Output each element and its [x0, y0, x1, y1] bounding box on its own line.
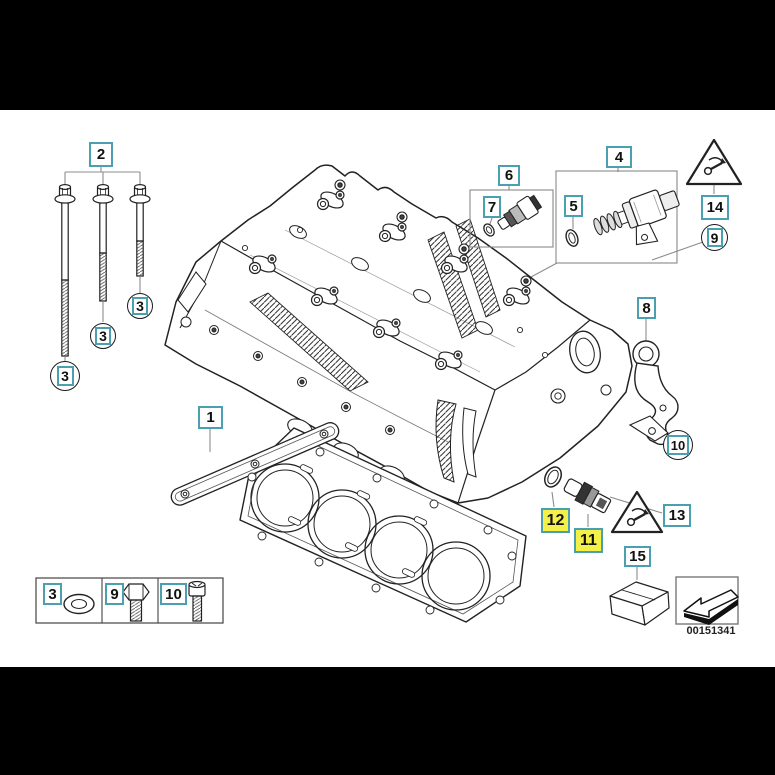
seal-washer-icon — [63, 593, 95, 615]
letterbox-bottom — [0, 667, 775, 775]
callout-13-warning[interactable]: 13 — [663, 504, 691, 527]
hex-bolt-icon — [122, 583, 150, 622]
callout-3-circle-b[interactable]: 3 — [90, 323, 116, 349]
callout-3-circle-a[interactable]: 3 — [50, 361, 80, 391]
cylinder-head-drawing — [164, 164, 633, 504]
sensor-7-drawing — [469, 189, 554, 248]
image-number: 00151341 — [687, 625, 736, 637]
torque-warning-icon-14 — [685, 138, 743, 186]
legend-callout-10[interactable]: 10 — [160, 583, 187, 605]
callout-12-oring-highlighted[interactable]: 12 — [541, 508, 570, 533]
callout-5-seal[interactable]: 5 — [564, 195, 583, 217]
callout-6-sensor-set[interactable]: 6 — [498, 165, 520, 186]
solenoid-valve-drawing — [555, 170, 680, 264]
callout-4-solenoid[interactable]: 4 — [606, 146, 632, 168]
head-bolts-drawing — [54, 184, 151, 357]
head-gasket-drawing — [170, 422, 527, 623]
callout-9-circle[interactable]: 9 — [701, 224, 728, 251]
callout-3-circle-c[interactable]: 3 — [127, 293, 153, 319]
diagram-line-art: 00151341 — [35, 138, 743, 637]
support-bracket-drawing — [628, 340, 679, 446]
callout-2-bolt-set[interactable]: 2 — [89, 142, 113, 167]
callout-11-sensor-highlighted[interactable]: 11 — [574, 528, 603, 553]
torque-warning-icon-13 — [610, 490, 664, 534]
callout-7-oring[interactable]: 7 — [483, 196, 501, 218]
callout-14-warning[interactable]: 14 — [701, 195, 729, 220]
legend-callout-3[interactable]: 3 — [43, 583, 62, 605]
socket-head-bolt-icon — [188, 580, 206, 622]
callout-1-gasket[interactable]: 1 — [198, 406, 223, 429]
legend-callout-9[interactable]: 9 — [105, 583, 124, 605]
letterbox-top — [0, 0, 775, 110]
direction-arrow-icon — [675, 576, 739, 625]
parts-kit-box-drawing — [609, 581, 670, 626]
callout-10-circle[interactable]: 10 — [663, 430, 693, 460]
callout-15-kit[interactable]: 15 — [624, 546, 651, 567]
camshaft-sensor-drawing — [543, 466, 612, 514]
callout-8-bracket[interactable]: 8 — [637, 297, 656, 319]
legend-table — [35, 577, 224, 624]
